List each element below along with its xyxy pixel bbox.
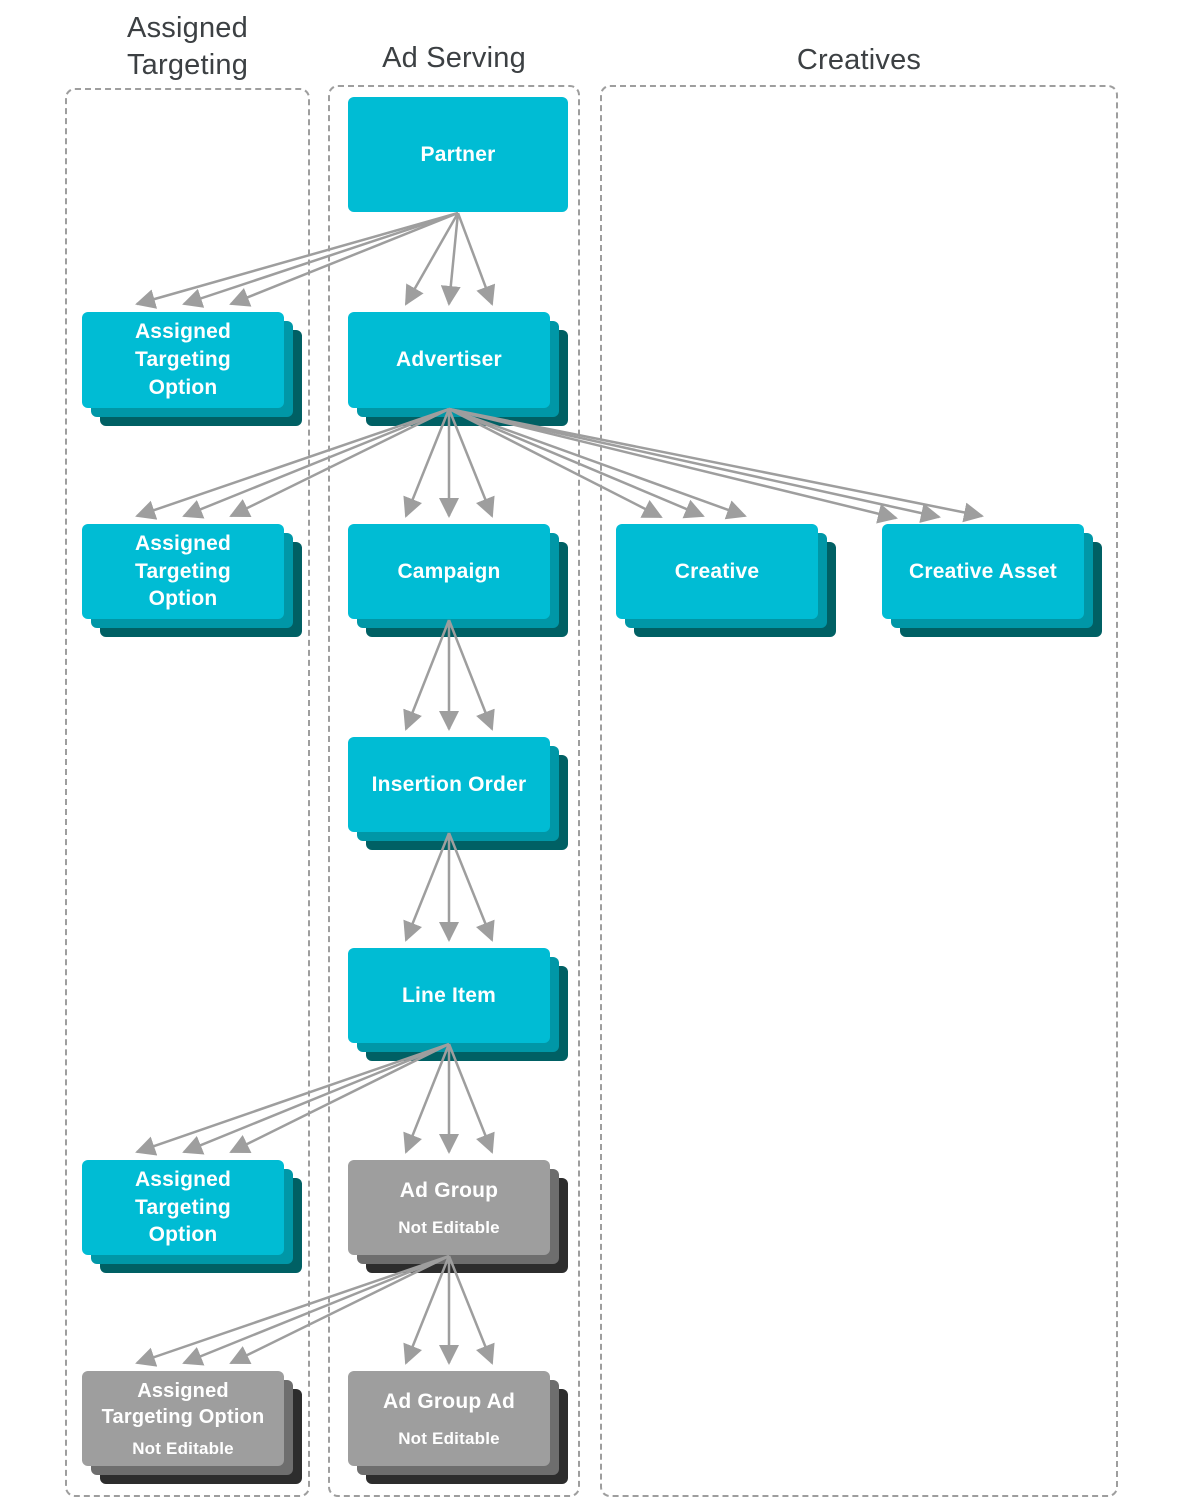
node-ad-group-ad-label: Ad Group Ad (382, 1389, 516, 1413)
column-region-ad-serving (328, 85, 580, 1497)
node-creative-asset-label: Creative Asset (909, 559, 1057, 583)
column-header-ad-serving: Ad Serving (382, 42, 526, 74)
node-ad-group-sublabel: Not Editable (398, 1217, 500, 1237)
node-assigned-targeting-option-ad-group-label: Assigned Targeting Option (101, 1379, 265, 1429)
node-insertion-order-label: Insertion Order (371, 772, 527, 796)
node-assigned-targeting-option-advertiser-label: Assigned Targeting Option (134, 531, 232, 611)
node-advertiser: Advertiser (348, 312, 550, 408)
node-assigned-targeting-option-partner: Assigned Targeting Option (82, 312, 284, 408)
column-region-assigned-targeting (65, 88, 310, 1497)
node-assigned-targeting-option-line-item: Assigned Targeting Option (82, 1160, 284, 1255)
node-ad-group: Ad Group Not Editable (348, 1160, 550, 1255)
node-campaign-label: Campaign (397, 559, 501, 583)
node-insertion-order: Insertion Order (348, 737, 550, 832)
node-partner-label: Partner (420, 142, 496, 166)
column-header-assigned-targeting: Assigned Targeting (126, 12, 249, 82)
node-partner: Partner (348, 97, 568, 212)
node-ad-group-ad: Ad Group Ad Not Editable (348, 1371, 550, 1466)
node-assigned-targeting-option-ad-group-sublabel: Not Editable (132, 1438, 234, 1458)
node-advertiser-label: Advertiser (396, 348, 502, 372)
node-line-item-label: Line Item (402, 983, 496, 1007)
node-ad-group-ad-sublabel: Not Editable (398, 1428, 500, 1448)
node-assigned-targeting-option-ad-group: Assigned Targeting Option Not Editable (82, 1371, 284, 1466)
column-region-creatives (600, 85, 1118, 1497)
node-assigned-targeting-option-advertiser: Assigned Targeting Option (82, 524, 284, 619)
node-creative-label: Creative (674, 559, 760, 583)
node-assigned-targeting-option-line-item-label: Assigned Targeting Option (134, 1167, 232, 1247)
node-line-item: Line Item (348, 948, 550, 1043)
node-creative: Creative (616, 524, 818, 619)
node-campaign: Campaign (348, 524, 550, 619)
column-header-creatives: Creatives (796, 44, 922, 76)
node-creative-asset: Creative Asset (882, 524, 1084, 619)
node-assigned-targeting-option-partner-label: Assigned Targeting Option (134, 320, 232, 399)
node-ad-group-label: Ad Group (399, 1178, 499, 1202)
